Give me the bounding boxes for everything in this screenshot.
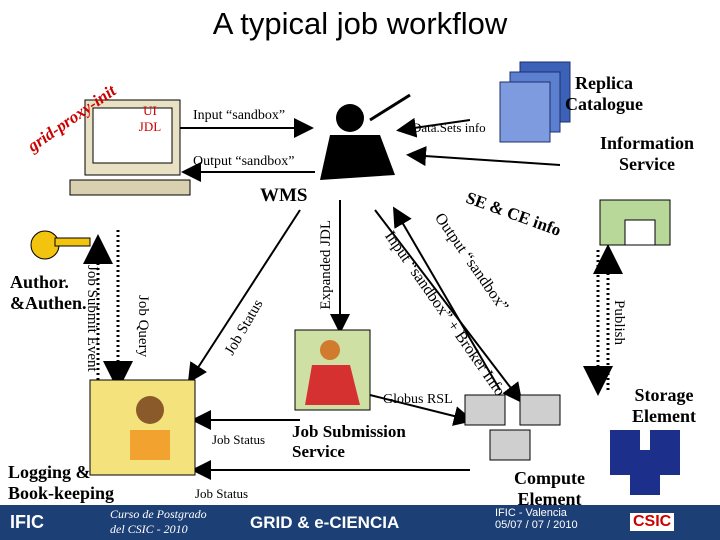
key-icon	[30, 230, 91, 260]
ui-jdl-label: UI JDL	[138, 103, 162, 134]
globus-rsl-label: Globus RSL	[383, 392, 453, 407]
logging-label: Logging & Book-keeping	[8, 462, 115, 503]
job-submission-person-icon	[294, 329, 371, 411]
csic-logo: CSIC	[630, 513, 675, 531]
page-title: A typical job workflow	[212, 6, 508, 41]
replica-catalogue-label: Replica Catalogue	[565, 73, 643, 114]
footer-banner: IFIC Curso de Postgrado del CSIC - 2010 …	[0, 505, 720, 540]
place-label: IFIC - Valencia 05/07 / 07 / 2010	[495, 507, 578, 531]
wms-label: WMS	[260, 185, 308, 206]
expanded-jdl-label: Expanded JDL	[318, 220, 334, 310]
arrow-info-service	[406, 146, 561, 167]
arrow-globus	[369, 394, 474, 426]
compute-element-icon	[464, 394, 561, 461]
arrow-output-diag	[392, 206, 501, 391]
input-sandbox-label: Input “sandbox”	[193, 108, 286, 123]
job-status-mid-label: Job Status	[212, 432, 266, 447]
arrow-broker	[374, 209, 523, 404]
course-label: Curso de Postgrado del CSIC - 2010	[110, 507, 207, 536]
output-sandbox-label: Output “sandbox”	[193, 154, 295, 169]
job-submit-event-label: Job Submit Event	[84, 265, 100, 372]
publish-label: Publish	[611, 300, 627, 346]
ui-computer-icon	[69, 99, 191, 196]
storage-element-icon	[610, 430, 680, 495]
logging-person-icon	[89, 379, 196, 476]
arrow-datasets	[396, 117, 471, 138]
banner-title: GRID & e-CIENCIA	[250, 513, 400, 532]
job-submission-label: Job Submission Service	[292, 422, 406, 461]
storage-element-label: Storage Element	[632, 385, 696, 426]
compute-element-label: Compute Element	[514, 468, 585, 509]
information-service-label: Information Service	[600, 133, 694, 174]
wms-conductor-icon	[320, 93, 411, 180]
replica-catalogue-icon	[499, 61, 571, 143]
information-service-icon	[599, 199, 671, 246]
ific-logo: IFIC	[10, 512, 44, 532]
arrow-job-status-diag	[187, 209, 301, 384]
job-status-bottom-label: Job Status	[195, 486, 249, 501]
datasets-info-label: Data.Sets info	[412, 120, 486, 135]
job-query-label: Job Query	[135, 295, 151, 358]
author-label: Author. &Authen.	[10, 272, 87, 313]
